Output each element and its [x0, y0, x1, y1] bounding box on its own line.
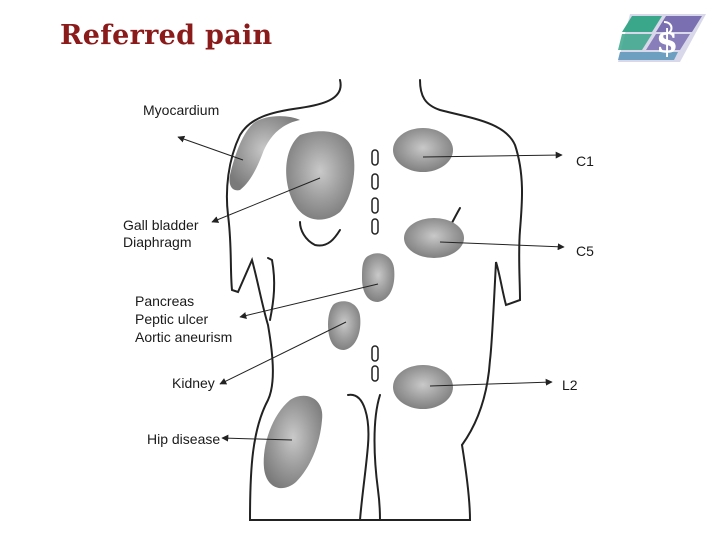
arrow-pancreas	[239, 283, 379, 319]
arrow-l2	[429, 378, 553, 387]
label-kidney: Kidney	[172, 375, 215, 391]
pain-region-c5	[404, 218, 464, 258]
pain-region-kidney	[328, 301, 361, 350]
page-title: Referred pain	[60, 20, 273, 51]
arrow-hip	[221, 434, 293, 442]
label-l2: L2	[562, 377, 578, 393]
vertebra-4	[371, 218, 379, 235]
pain-region-pancreas	[362, 253, 395, 302]
pain-region-c1	[393, 128, 453, 172]
arrow-c5	[439, 241, 565, 251]
label-pancreas: Pancreas	[135, 293, 194, 309]
pain-region-gall-bladder	[286, 131, 355, 220]
vertebra-2	[371, 173, 379, 190]
pain-region-l2	[393, 365, 453, 409]
vertebra-5	[371, 345, 379, 362]
labels: Myocardium Gall bladder Diaphragm Pancre…	[123, 102, 594, 447]
label-gall-bladder: Gall bladder	[123, 217, 199, 233]
arrow-c1	[422, 151, 563, 159]
label-c5: C5	[576, 243, 594, 259]
svg-text:$: $	[656, 22, 678, 60]
pain-region-myocardium	[229, 116, 300, 191]
leader-lines	[177, 135, 565, 442]
spine	[371, 149, 379, 382]
arrow-gall-bladder	[211, 177, 321, 223]
pain-regions	[229, 116, 464, 489]
label-c1: C1	[576, 153, 594, 169]
label-aortic-aneurism: Aortic aneurism	[135, 329, 232, 345]
front-body-outline	[225, 79, 472, 521]
pain-region-hip	[263, 395, 323, 489]
vertebra-6	[371, 365, 379, 382]
label-myocardium: Myocardium	[143, 102, 219, 118]
label-hip-disease: Hip disease	[147, 431, 220, 447]
arrow-myocardium	[177, 135, 244, 161]
vertebra-3	[371, 197, 379, 214]
label-peptic-ulcer: Peptic ulcer	[135, 311, 208, 327]
vertebra-1	[371, 149, 379, 166]
label-diaphragm: Diaphragm	[123, 234, 191, 250]
arrow-kidney	[219, 321, 347, 385]
caduceus-dollar-logo-icon: $	[618, 14, 706, 62]
